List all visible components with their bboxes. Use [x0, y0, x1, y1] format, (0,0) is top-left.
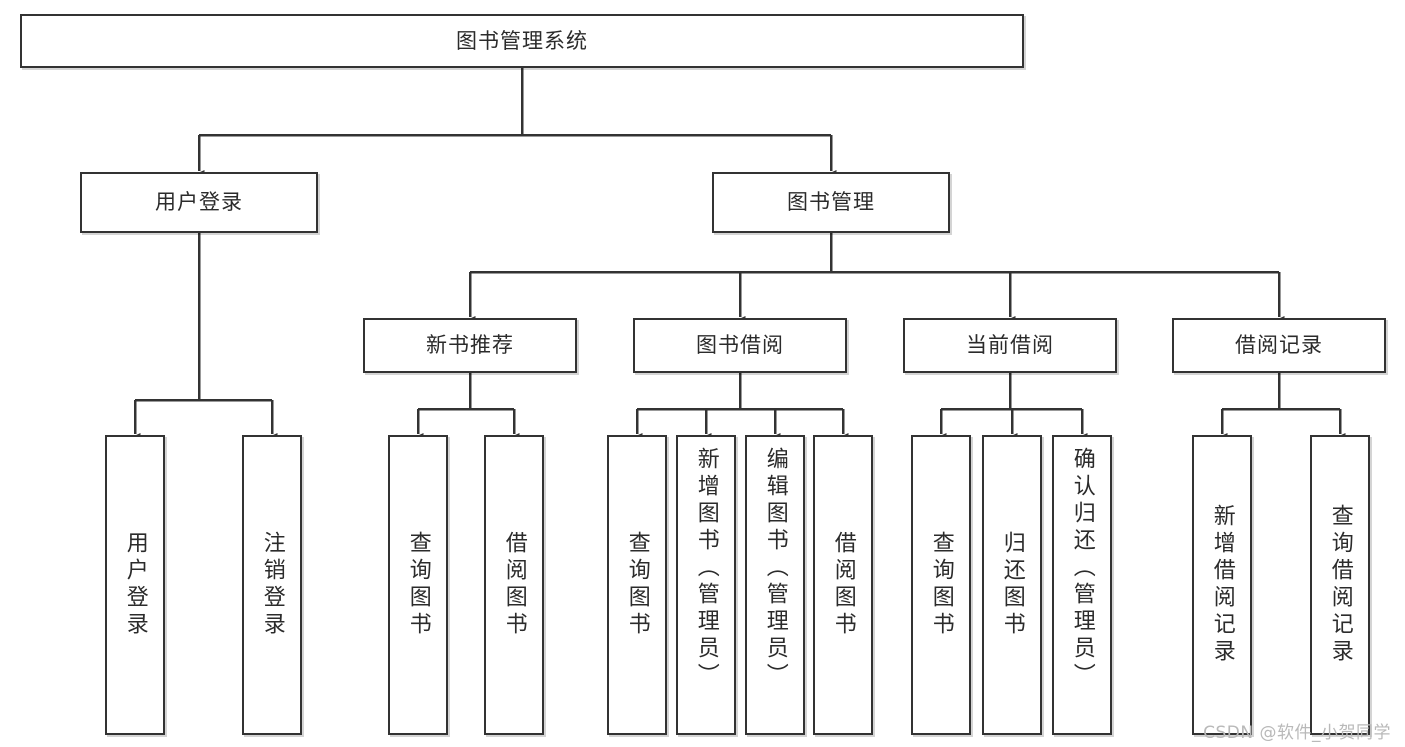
node-l3-query-book-c[interactable]: 查询图书	[911, 435, 971, 735]
node-label: 新书推荐	[426, 333, 514, 358]
node-l2-book-borrow[interactable]: 图书借阅	[633, 318, 847, 373]
node-l2-borrow-record[interactable]: 借阅记录	[1172, 318, 1386, 373]
watermark-text: CSDN @软件_小贺同学	[1203, 723, 1391, 743]
node-label: 图书管理系统	[456, 28, 588, 53]
node-l2-current-borrow[interactable]: 当前借阅	[903, 318, 1117, 373]
node-l3-borrow-book-a[interactable]: 借阅图书	[484, 435, 544, 735]
node-l3-user-login[interactable]: 用户登录	[105, 435, 165, 735]
node-label: 归还图书	[999, 531, 1025, 639]
node-label: 用户登录	[122, 531, 148, 639]
node-l3-query-book-a[interactable]: 查询图书	[388, 435, 448, 735]
node-l3-return-book[interactable]: 归还图书	[982, 435, 1042, 735]
node-l1-user-login[interactable]: 用户登录	[80, 172, 318, 233]
node-l3-query-record[interactable]: 查询借阅记录	[1310, 435, 1370, 735]
node-label: 用户登录	[155, 190, 243, 215]
node-l1-book-mgmt[interactable]: 图书管理	[712, 172, 950, 233]
node-label: 新增图书（管理员）	[693, 447, 719, 690]
node-label: 借阅图书	[501, 531, 527, 639]
node-label: 确认归还（管理员）	[1069, 447, 1095, 690]
node-l3-add-book[interactable]: 新增图书（管理员）	[676, 435, 736, 735]
node-l3-edit-book[interactable]: 编辑图书（管理员）	[745, 435, 805, 735]
node-label: 借阅图书	[830, 531, 856, 639]
node-label: 查询图书	[624, 531, 650, 639]
node-label: 注销登录	[259, 531, 285, 639]
node-label: 借阅记录	[1235, 333, 1323, 358]
node-label: 图书管理	[787, 190, 875, 215]
node-label: 图书借阅	[696, 333, 784, 358]
node-label: 当前借阅	[966, 333, 1054, 358]
node-label: 查询图书	[405, 531, 431, 639]
node-l3-confirm-return[interactable]: 确认归还（管理员）	[1052, 435, 1112, 735]
node-label: 查询借阅记录	[1327, 504, 1353, 666]
node-l2-new-book-rec[interactable]: 新书推荐	[363, 318, 577, 373]
node-label: 查询图书	[928, 531, 954, 639]
node-l3-add-record[interactable]: 新增借阅记录	[1192, 435, 1252, 735]
node-l3-logout[interactable]: 注销登录	[242, 435, 302, 735]
node-label: 新增借阅记录	[1209, 504, 1235, 666]
node-root[interactable]: 图书管理系统	[20, 14, 1024, 68]
node-l3-borrow-book-b[interactable]: 借阅图书	[813, 435, 873, 735]
node-l3-query-book-b[interactable]: 查询图书	[607, 435, 667, 735]
node-label: 编辑图书（管理员）	[762, 447, 788, 690]
